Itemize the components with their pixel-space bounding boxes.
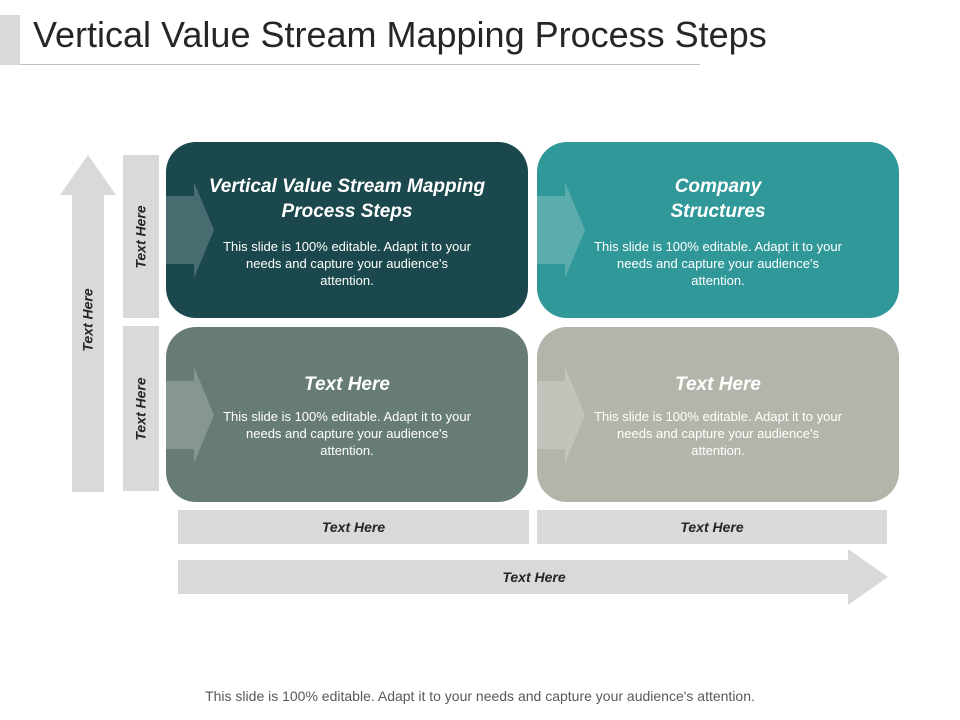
row-label-bottom: Text Here — [123, 326, 159, 491]
row-label-bottom-text: Text Here — [133, 376, 150, 441]
process-box-top-right: Company Structures This slide is 100% ed… — [537, 142, 899, 318]
row-label-top-text: Text Here — [133, 204, 150, 269]
column-label-left: Text Here — [178, 510, 529, 544]
column-label-right: Text Here — [537, 510, 887, 544]
footer-note: This slide is 100% editable. Adapt it to… — [205, 688, 755, 704]
horizontal-arrow-shape — [178, 549, 888, 605]
process-box-text: This slide is 100% editable. Adapt it to… — [594, 409, 842, 458]
vertical-arrow-label: Text Here — [72, 200, 104, 440]
title-accent-bar — [0, 15, 20, 65]
process-box-title: Text Here — [675, 374, 761, 395]
process-box-title: Company Structures — [670, 176, 766, 222]
vertical-arrow-label-text: Text Here — [80, 288, 97, 352]
vertical-arrow-shape — [60, 155, 116, 492]
process-box-title: Vertical Value Stream Mapping Process St… — [208, 176, 486, 222]
chevron-right-icon — [537, 182, 585, 278]
process-box-title: Text Here — [304, 374, 390, 395]
chevron-right-icon — [166, 182, 214, 278]
row-label-top: Text Here — [123, 155, 159, 318]
horizontal-arrow — [178, 549, 888, 605]
process-box-text: This slide is 100% editable. Adapt it to… — [223, 239, 471, 288]
vertical-arrow — [60, 155, 116, 492]
title-divider — [20, 64, 700, 65]
process-box-bottom-left: Text Here This slide is 100% editable. A… — [166, 327, 528, 502]
process-box-text: This slide is 100% editable. Adapt it to… — [223, 409, 471, 458]
process-box-bottom-right: Text Here This slide is 100% editable. A… — [537, 327, 899, 502]
process-box-top-left: Vertical Value Stream Mapping Process St… — [166, 142, 528, 318]
chevron-right-icon — [537, 367, 585, 463]
chevron-right-icon — [166, 367, 214, 463]
horizontal-arrow-label: Text Here — [502, 569, 566, 585]
slide-title: Vertical Value Stream Mapping Process St… — [33, 14, 767, 55]
process-box-text: This slide is 100% editable. Adapt it to… — [594, 239, 842, 288]
